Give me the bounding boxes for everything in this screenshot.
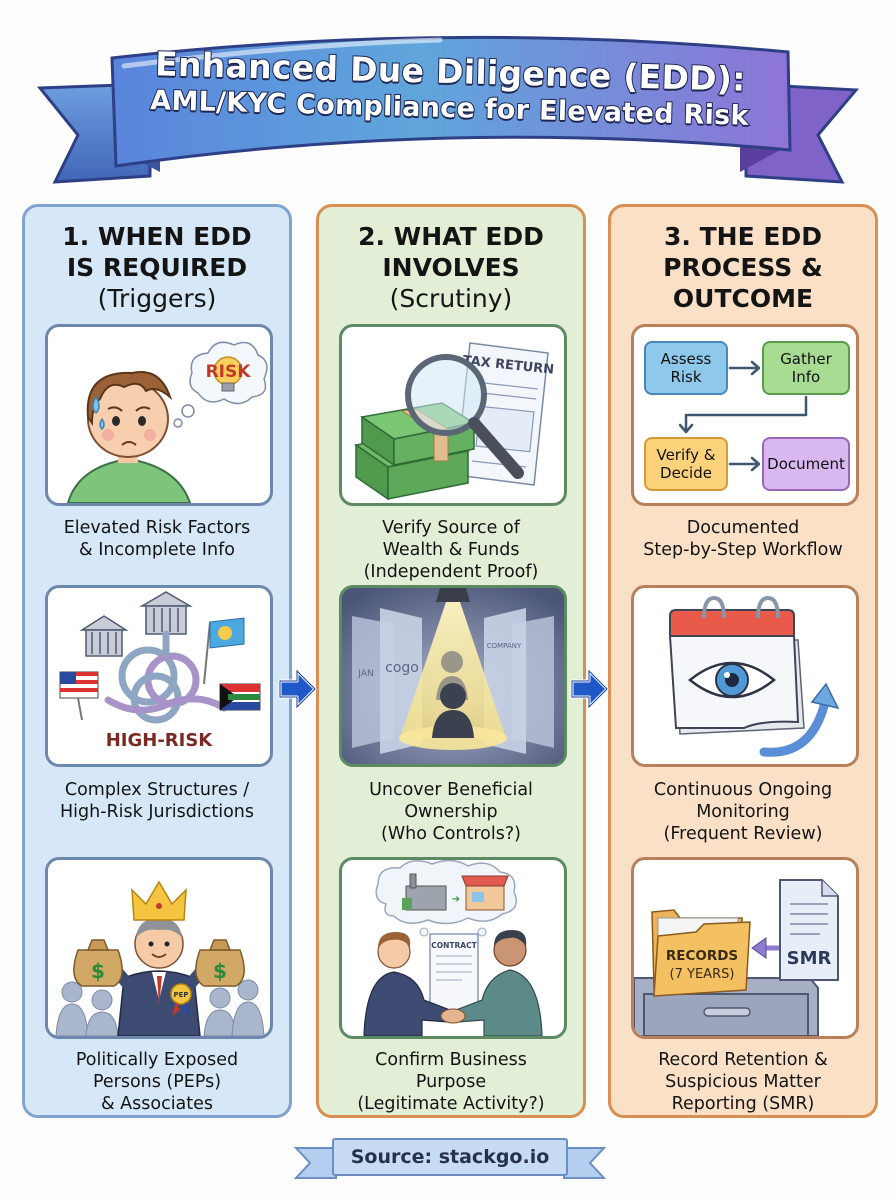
column-title-line: 3. THE EDD [664, 222, 822, 251]
card-caption: Verify Source of Wealth & Funds (Indepen… [319, 517, 583, 583]
column-title: 3. THE EDD PROCESS & OUTCOME [611, 221, 875, 314]
step-verify-decide: Verify &Decide [644, 437, 728, 491]
tangled-structures-icon: HIGH-RISK [59, 591, 261, 751]
ribbon-tails-icon [293, 1147, 607, 1179]
column-title-line: OUTCOME [672, 284, 814, 313]
pep-badge: PEP [173, 991, 188, 999]
caption-line: & Incomplete Info [79, 540, 235, 560]
contract-label: CONTRACT [431, 941, 477, 950]
column-title-line: INVOLVES [382, 253, 520, 282]
pep-politician-icon: $ $ PEP [55, 880, 265, 1036]
caption-line: (Who Controls?) [381, 824, 521, 844]
smr-label: SMR [787, 948, 832, 969]
column-title-line: PROCESS & [663, 253, 823, 282]
records-label: RECORDS [666, 948, 738, 964]
title-banner: Enhanced Due Diligence (EDD): AML/KYC Co… [0, 0, 896, 200]
column-triggers: 1. WHEN EDD IS REQUIRED (Triggers) [22, 204, 292, 1118]
card-complex-structures: HIGH-RISK [45, 585, 273, 767]
caption-line: Elevated Risk Factors [63, 518, 251, 538]
worried-person-icon: RISK [66, 341, 268, 503]
arrow-right-icon [570, 669, 609, 709]
calendar-eye-icon [668, 595, 840, 757]
svg-text:$: $ [91, 959, 105, 983]
card-caption: Elevated Risk Factors & Incomplete Info [25, 517, 289, 561]
panel-label: cogo [385, 660, 419, 676]
card-caption: Documented Step-by-Step Workflow [611, 517, 875, 561]
column-title: 1. WHEN EDD IS REQUIRED (Triggers) [25, 221, 289, 314]
caption-line: Documented [686, 518, 800, 538]
spotlight-owner-icon: cogo COMPANY JAN [342, 588, 564, 764]
column-title-line: IS REQUIRED [66, 253, 248, 282]
card-source-of-wealth: TAX RETURN [339, 324, 567, 506]
card-beneficial-ownership: cogo COMPANY JAN [339, 585, 567, 767]
risk-label: RISK [206, 362, 252, 382]
column-scrutiny: 2. WHAT EDD INVOLVES (Scrutiny) TAX RETU… [316, 204, 586, 1118]
card-caption: Uncover Beneficial Ownership (Who Contro… [319, 779, 583, 845]
card-caption: Complex Structures / High-Risk Jurisdict… [25, 779, 289, 823]
panel-label: JAN [357, 669, 373, 679]
caption-line: High-Risk Jurisdictions [59, 802, 255, 822]
caption-line: Confirm Business [375, 1050, 527, 1070]
panel-label: COMPANY [487, 642, 522, 650]
card-business-purpose: ➜ CONTRACT [339, 857, 567, 1039]
card-ongoing-monitoring [631, 585, 859, 767]
caption-line: Record Retention & [658, 1050, 828, 1070]
money-magnifier-icon: TAX RETURN [354, 342, 555, 501]
column-title-line: 2. WHAT EDD [358, 222, 544, 251]
caption-line: Wealth & Funds [382, 540, 520, 560]
caption-line: (Independent Proof) [363, 562, 539, 582]
card-caption: Confirm Business Purpose (Legitimate Act… [319, 1049, 583, 1115]
caption-line: Politically Exposed [75, 1050, 239, 1070]
arrow-right-icon [278, 669, 317, 709]
card-elevated-risk: RISK [45, 324, 273, 506]
caption-line: Monitoring [696, 802, 790, 822]
caption-line: Ownership [404, 802, 498, 822]
column-subtitle: (Scrutiny) [389, 284, 513, 313]
caption-line: Purpose [415, 1072, 487, 1092]
source-banner: Source: stackgo.io [292, 1138, 608, 1186]
caption-line: & Associates [100, 1094, 214, 1114]
caption-line: Continuous Ongoing [653, 780, 833, 800]
caption-line: Suspicious Matter [665, 1072, 821, 1092]
step-document: Document [762, 437, 850, 491]
svg-text:➜: ➜ [452, 894, 460, 905]
caption-line: Persons (PEPs) [92, 1072, 222, 1092]
caption-line: (Frequent Review) [663, 824, 823, 844]
caption-line: (Legitimate Activity?) [357, 1094, 545, 1114]
column-title-line: 1. WHEN EDD [62, 222, 252, 251]
caption-line: Step-by-Step Workflow [643, 540, 843, 560]
source-link[interactable]: Source: stackgo.io [332, 1138, 568, 1176]
column-subtitle: (Triggers) [97, 284, 217, 313]
retention-period: (7 YEARS) [670, 967, 735, 982]
records-cabinet-icon: RECORDS (7 YEARS) SMR [634, 879, 839, 1036]
card-caption: Record Retention & Suspicious Matter Rep… [611, 1049, 875, 1115]
card-pep: $ $ PEP [45, 857, 273, 1039]
caption-line: Complex Structures / [64, 780, 250, 800]
card-record-retention: RECORDS (7 YEARS) SMR [631, 857, 859, 1039]
handshake-contract-icon: ➜ CONTRACT [363, 860, 543, 1036]
workflow-arrows-icon [678, 360, 808, 472]
caption-line: Reporting (SMR) [671, 1094, 815, 1114]
high-risk-label: HIGH-RISK [106, 730, 214, 751]
caption-line: Verify Source of [382, 518, 520, 538]
column-title: 2. WHAT EDD INVOLVES (Scrutiny) [319, 221, 583, 314]
ribbon-icon [36, 35, 860, 184]
card-caption: Politically Exposed Persons (PEPs) & Ass… [25, 1049, 289, 1115]
caption-line: Uncover Beneficial [369, 780, 533, 800]
card-caption: Continuous Ongoing Monitoring (Frequent … [611, 779, 875, 845]
svg-text:$: $ [213, 959, 227, 983]
